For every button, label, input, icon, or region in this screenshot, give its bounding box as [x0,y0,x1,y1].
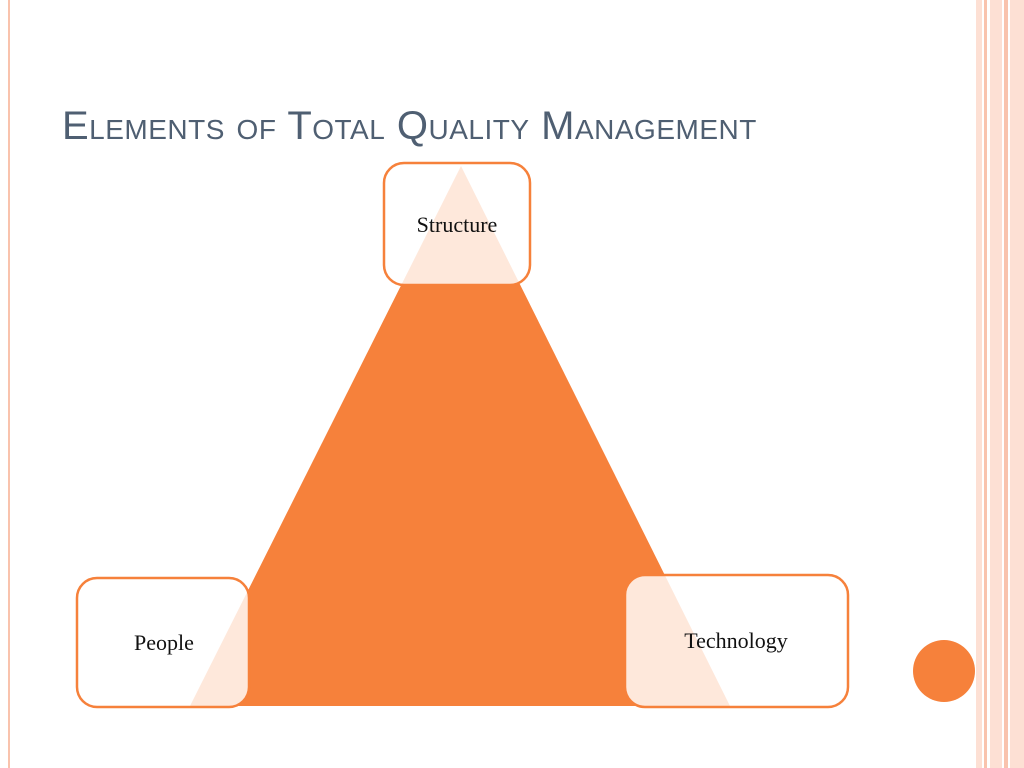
node-people-label: People [134,630,194,655]
node-technology[interactable]: Technology [623,573,850,709]
left-border-line [8,0,10,768]
node-technology-label: Technology [684,628,788,653]
node-people-box [75,576,251,709]
stripe [1004,0,1008,768]
stripe [976,0,982,768]
stripe [984,0,987,768]
right-stripe-decoration [976,0,1024,768]
stripe [990,0,1002,768]
node-structure-label: Structure [417,212,498,237]
stripe [1010,0,1024,768]
node-people[interactable]: People [75,576,251,709]
node-structure[interactable]: Structure [382,161,532,287]
slide-title: Elements of Total Quality Management [62,104,757,148]
node-technology-box [623,573,850,709]
node-structure-box [382,161,532,287]
accent-circle [913,640,975,702]
triangle [190,166,730,706]
